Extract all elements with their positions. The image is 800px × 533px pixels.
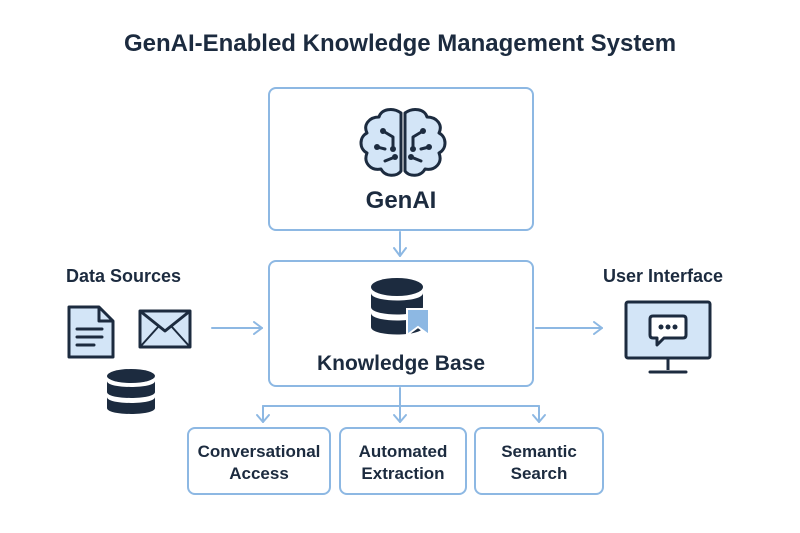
genai-box: GenAI (268, 87, 534, 231)
conversational-access-line2: Access (229, 464, 289, 483)
semantic-search-box: Semantic Search (474, 427, 604, 495)
semantic-search-line1: Semantic (501, 442, 577, 461)
envelope-icon (138, 309, 192, 349)
database-bookmark-icon (371, 278, 430, 337)
knowledge-base-label: Knowledge Base (316, 352, 486, 375)
diagram-title: GenAI-Enabled Knowledge Management Syste… (123, 30, 677, 57)
conversational-access-box: Conversational Access (187, 427, 331, 495)
automated-extraction-line1: Automated (358, 442, 448, 461)
brain-circuit-icon (359, 108, 447, 177)
conversational-access-line1: Conversational (197, 442, 321, 461)
automated-extraction-line2: Extraction (361, 464, 445, 483)
automated-extraction-box: Automated Extraction (339, 427, 467, 495)
data-sources-label: Data Sources (66, 266, 182, 286)
genai-label: GenAI (365, 187, 437, 214)
knowledge-base-box: Knowledge Base (268, 260, 534, 387)
monitor-chat-icon (624, 300, 712, 374)
semantic-search-line2: Search (510, 464, 568, 483)
user-interface-label: User Interface (603, 266, 724, 286)
database-icon (107, 369, 155, 414)
document-icon (67, 305, 115, 359)
